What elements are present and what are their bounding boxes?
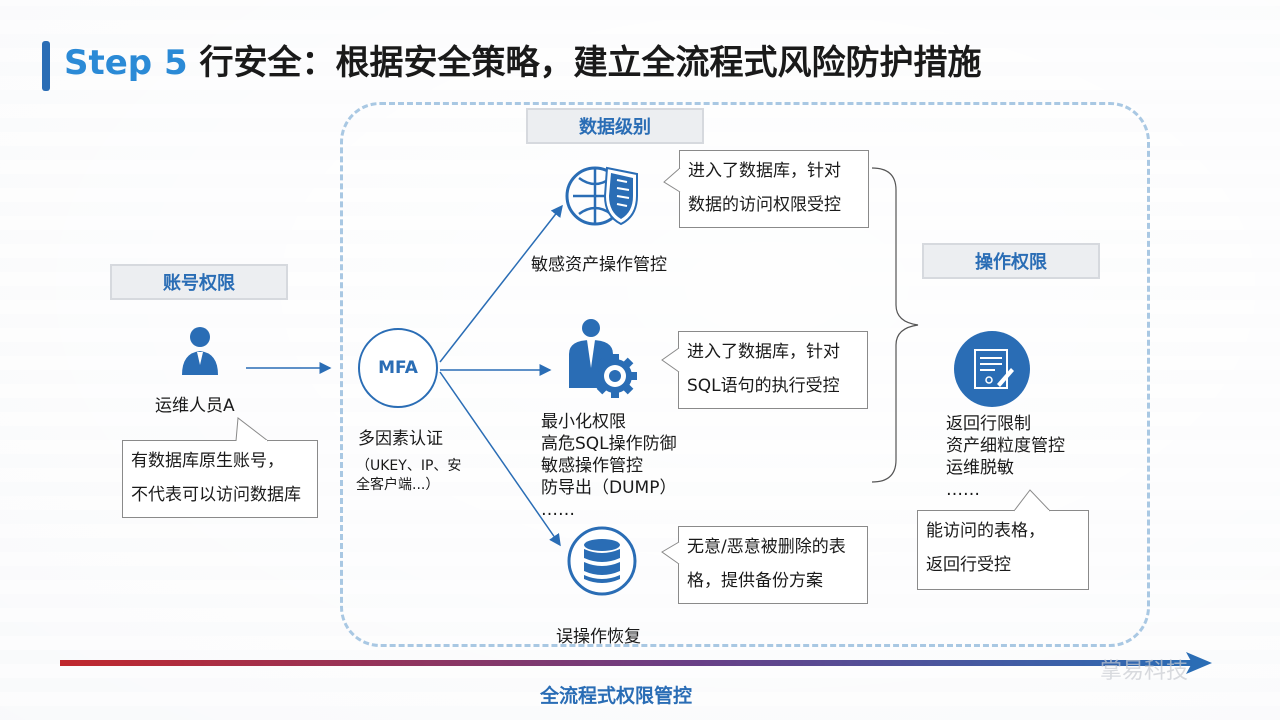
operation-item: 资产细粒度管控	[946, 436, 1065, 456]
sql-item: 敏感操作管控	[541, 456, 643, 476]
admin-gear-icon	[565, 318, 637, 402]
sql-item: 最小化权限	[541, 412, 626, 432]
operation-callout: 能访问的表格， 返回行受控	[917, 510, 1089, 590]
flow-arrow-bar	[60, 660, 1200, 666]
account-callout-line: 有数据库原生账号，	[131, 451, 284, 471]
watermark-logo: 掌易科技	[1100, 659, 1189, 684]
operation-items: 返回行限制 资产细粒度管控 运维脱敏 ……	[946, 413, 1065, 501]
sql-item: 高危SQL操作防御	[541, 434, 677, 454]
arrow-mfa-sensitive	[439, 204, 563, 363]
operation-item: 返回行限制	[946, 414, 1031, 434]
operation-callout-line: 返回行受控	[926, 555, 1011, 575]
person-icon	[180, 325, 220, 379]
operation-callout-line: 能访问的表格，	[926, 521, 1045, 541]
sensitive-callout: 进入了数据库，针对 数据的访问权限受控	[679, 150, 869, 228]
sensitive-callout-line: 进入了数据库，针对	[688, 161, 841, 181]
operation-item: ……	[946, 480, 980, 500]
arrow-mfa-recovery	[439, 371, 561, 547]
account-callout: 有数据库原生账号， 不代表可以访问数据库	[122, 440, 318, 518]
sql-callout-line: SQL语句的执行受控	[687, 376, 840, 396]
person-label: 运维人员A	[155, 396, 235, 416]
operation-brace	[871, 167, 919, 483]
title-text: 行安全：根据安全策略，建立全流程式风险防护措施	[199, 43, 982, 83]
document-sign-icon	[953, 330, 1031, 408]
operation-item: 运维脱敏	[946, 458, 1014, 478]
sensitive-label: 敏感资产操作管控	[531, 255, 667, 275]
sql-item: 防导出（DUMP）	[541, 478, 677, 498]
page-title: Step 5 行安全：根据安全策略，建立全流程式风险防护措施	[64, 38, 981, 88]
title-accent-bar	[42, 41, 50, 91]
sql-callout: 进入了数据库，针对 SQL语句的执行受控	[678, 331, 868, 409]
sql-callout-line: 进入了数据库，针对	[687, 342, 840, 362]
title-step: Step 5	[64, 43, 200, 83]
flow-arrow-head	[1186, 652, 1212, 674]
sql-items: 最小化权限 高危SQL操作防御 敏感操作管控 防导出（DUMP） ……	[541, 411, 677, 521]
recovery-label: 误操作恢复	[556, 627, 641, 647]
flow-label: 全流程式权限管控	[540, 685, 693, 707]
account-callout-line: 不代表可以访问数据库	[131, 485, 301, 505]
mfa-title: 多因素认证	[358, 429, 443, 449]
mfa-note: （UKEY、IP、安全客户端...）	[356, 458, 462, 493]
tag-data-level: 数据级别	[526, 108, 704, 144]
shield-globe-icon	[563, 160, 643, 228]
mfa-circle: MFA	[358, 328, 438, 408]
recovery-callout-line: 格，提供备份方案	[687, 571, 823, 591]
recovery-callout-line: 无意/恶意被删除的表	[687, 537, 846, 557]
sql-item: ……	[541, 500, 575, 520]
recovery-callout: 无意/恶意被删除的表 格，提供备份方案	[678, 526, 868, 604]
tag-operation: 操作权限	[922, 243, 1100, 279]
tag-account: 账号权限	[110, 264, 288, 300]
sensitive-callout-line: 数据的访问权限受控	[688, 195, 841, 215]
flow-container	[340, 102, 1150, 647]
database-icon	[566, 525, 638, 597]
